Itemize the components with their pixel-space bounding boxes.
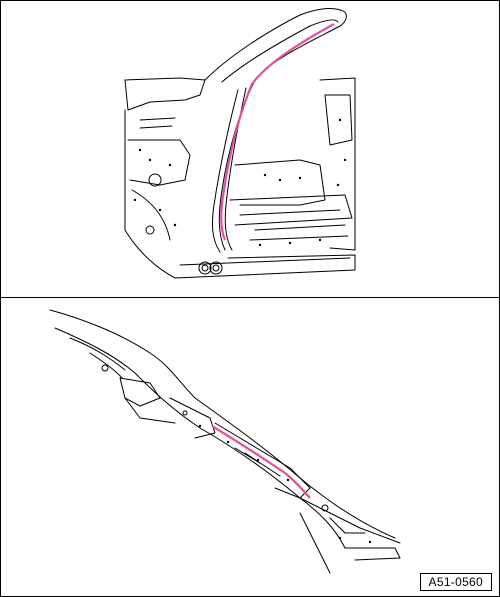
pillar-outline-inner xyxy=(54,327,346,549)
panel-divider xyxy=(0,297,500,298)
a-pillar-outer xyxy=(204,7,347,251)
a-pillar-inner xyxy=(221,19,339,83)
lower-view-illustration xyxy=(49,309,401,574)
highlighted-seam-lower xyxy=(211,425,311,499)
front-structure xyxy=(124,77,206,111)
b-pillar-area xyxy=(319,77,356,251)
upper-view-illustration xyxy=(124,7,356,279)
highlighted-seam-upper xyxy=(220,23,335,241)
door-sill xyxy=(174,254,356,279)
pillar-outline-outer xyxy=(49,309,396,539)
figure-reference-code: A51-0560 xyxy=(419,573,492,591)
